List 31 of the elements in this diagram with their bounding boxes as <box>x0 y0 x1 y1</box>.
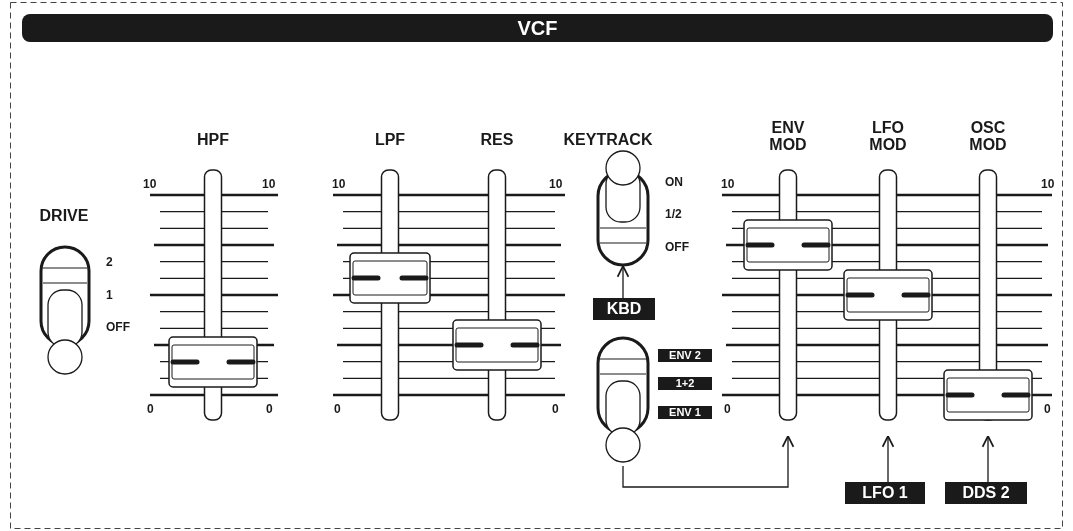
position-tag: 1+2 <box>658 377 712 390</box>
scale-number: 0 <box>147 403 154 415</box>
position-label: 1/2 <box>665 208 682 220</box>
position-tag: ENV 2 <box>658 349 712 362</box>
slider-label: HPF <box>196 132 230 149</box>
position-label: 2 <box>106 256 113 268</box>
switch-label: DRIVE <box>38 208 90 225</box>
title-bar: VCF <box>22 14 1053 42</box>
position-label: OFF <box>665 241 689 253</box>
position-label: 1 <box>106 289 113 301</box>
arrow <box>881 435 895 483</box>
source-tag: LFO 1 <box>845 482 925 504</box>
position-label: OFF <box>106 321 130 333</box>
arrow <box>622 435 795 488</box>
slider-label: LPF <box>373 132 407 149</box>
position-label: ON <box>665 176 683 188</box>
position-tag: ENV 1 <box>658 406 712 419</box>
slider-label: RES <box>479 132 515 149</box>
slider-label: ENV MOD <box>768 120 808 154</box>
switch-label: KEYTRACK <box>562 132 654 149</box>
scale-number: 0 <box>724 403 731 415</box>
scale-number: 0 <box>1044 403 1051 415</box>
source-tag: DDS 2 <box>945 482 1027 504</box>
slider-label: OSC MOD <box>968 120 1008 154</box>
scale-number: 10 <box>549 178 563 190</box>
arrow <box>616 265 630 299</box>
arrow <box>981 435 995 483</box>
scale-number: 10 <box>143 178 157 190</box>
slider-label: LFO MOD <box>868 120 908 154</box>
source-tag: KBD <box>593 298 655 320</box>
scale-number: 0 <box>552 403 559 415</box>
